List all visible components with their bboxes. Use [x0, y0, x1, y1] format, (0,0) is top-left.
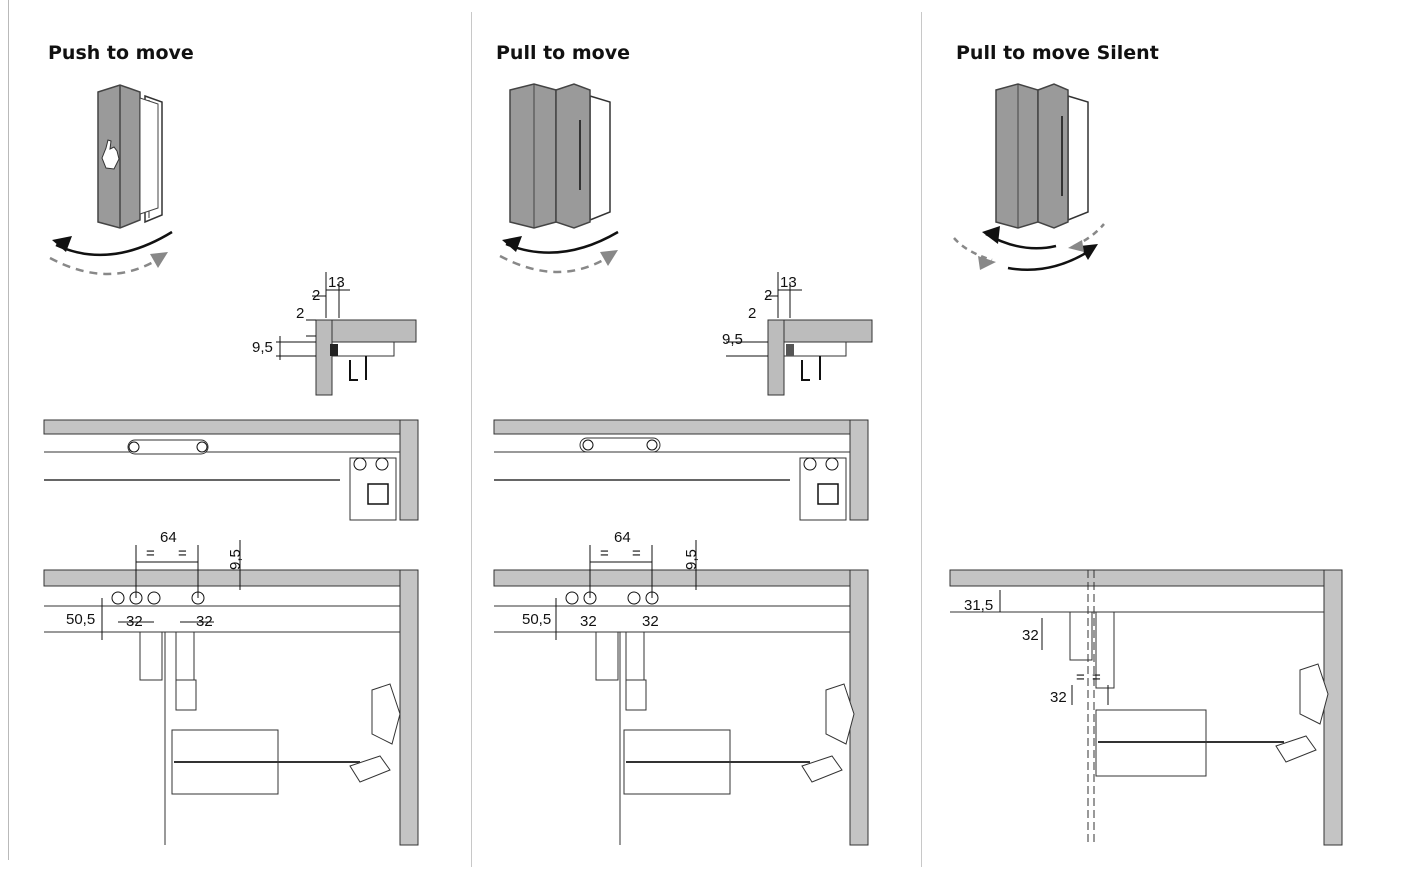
panel-push-to-move: Push to move	[0, 0, 470, 875]
swing-arrow-dashed	[499, 254, 611, 274]
panel-title: Pull to move Silent	[956, 42, 1159, 64]
panel-title: Push to move	[48, 42, 194, 64]
rail-detail-section	[726, 272, 873, 396]
dim-bore-1: 32	[580, 613, 597, 630]
panel-drawing: 31,5 32 32 = =	[949, 83, 1343, 846]
hand-icon	[101, 139, 120, 170]
dim-equal-2: =	[1092, 669, 1101, 686]
wardrobe-door-icon	[97, 84, 163, 229]
dim-vertical: 9,5	[227, 549, 244, 570]
panel-drawing: 13 2 2 9,5	[43, 84, 419, 846]
dim-bore-2: 32	[642, 613, 659, 630]
plan-view	[43, 540, 419, 846]
dim-setback: 50,5	[66, 611, 95, 628]
panel-pull-to-move: Pull to move	[450, 0, 920, 875]
dim-gap-left: 2	[764, 287, 772, 304]
plan-view	[493, 540, 869, 846]
dim-spacing: 64	[614, 529, 631, 546]
dim-bore-1: 32	[126, 613, 143, 630]
frame-line	[8, 0, 9, 860]
dim-gap-top: 13	[780, 274, 797, 291]
dim-setback: 50,5	[522, 611, 551, 628]
dim-height: 9,5	[252, 339, 273, 356]
dim-spacing: 64	[160, 529, 177, 546]
dim-equal-1: =	[600, 545, 609, 562]
swing-arrow-dashed-left	[953, 237, 993, 262]
swing-arrow	[55, 230, 173, 257]
rail-detail-section	[276, 272, 417, 396]
dim-vertical: 9,5	[683, 549, 700, 570]
dim-height: 9,5	[722, 331, 743, 348]
dim-horizontal-32: 32	[1050, 689, 1067, 706]
swing-arrow	[505, 230, 619, 254]
dim-bore-2: 32	[196, 613, 213, 630]
dim-vertical-32: 32	[1022, 627, 1039, 644]
dim-setback: 31,5	[964, 597, 993, 614]
dim-gap-left: 2	[312, 287, 320, 304]
dim-offset-vertical: 2	[296, 305, 304, 322]
panel-divider-1	[471, 12, 472, 867]
panel-title: Pull to move	[496, 42, 630, 64]
wardrobe-door-icon	[995, 83, 1089, 229]
plan-view	[949, 569, 1343, 846]
dim-equal-2: =	[178, 545, 187, 562]
dim-offset-vertical: 2	[748, 305, 756, 322]
panel-drawing: 13 2 2 9,5	[493, 83, 873, 846]
rail-elevation	[493, 419, 869, 521]
dim-gap-top: 13	[328, 274, 345, 291]
swing-arrow-dashed	[49, 256, 161, 276]
dim-equal-2: =	[632, 545, 641, 562]
dim-equal-1: =	[146, 545, 155, 562]
rail-elevation	[43, 419, 419, 521]
dim-equal-1: =	[1076, 669, 1085, 686]
panel-pull-to-move-silent: Pull to move Silent	[922, 0, 1402, 875]
wardrobe-door-icon	[509, 83, 611, 229]
panel-divider-2	[921, 12, 922, 867]
